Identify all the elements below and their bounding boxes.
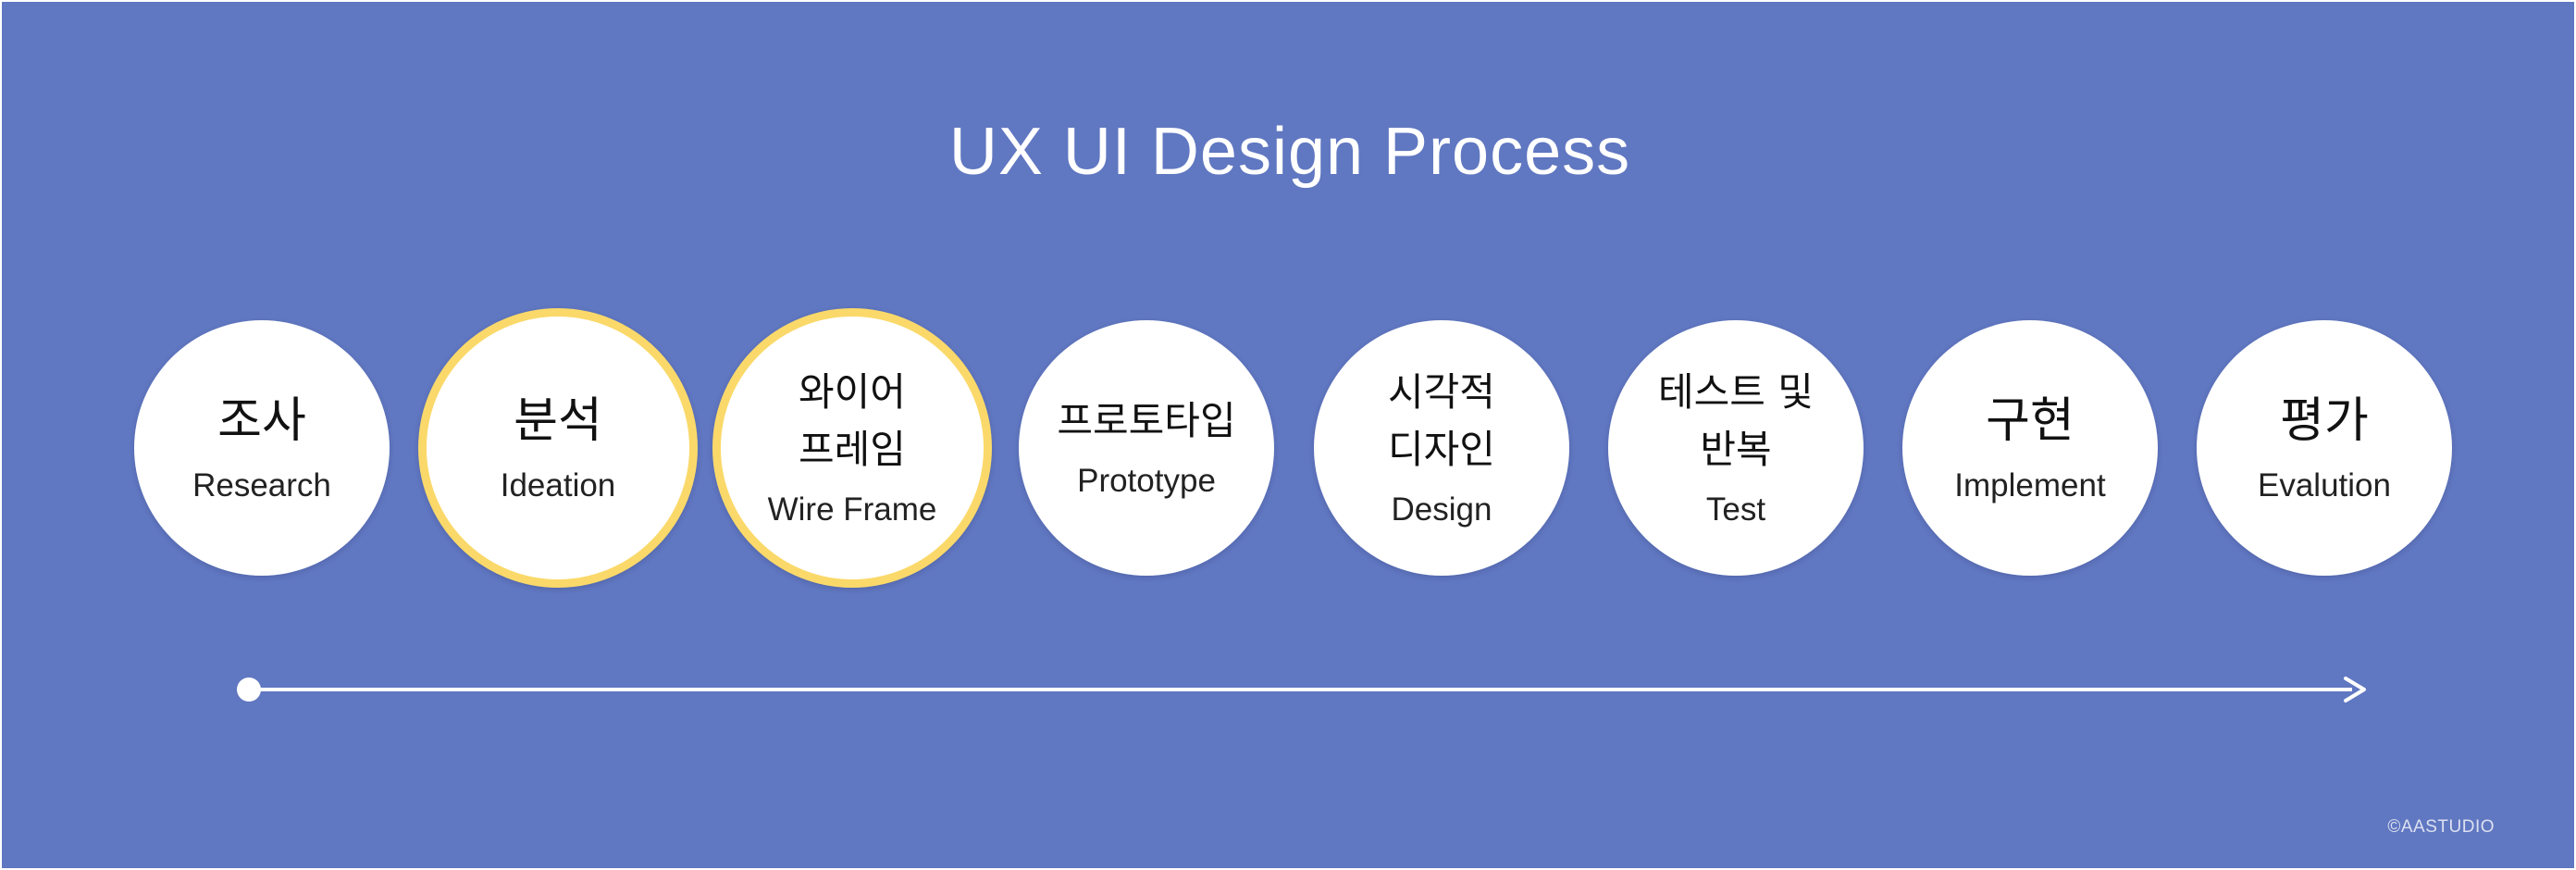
step-english-label: Ideation: [500, 467, 616, 503]
step-english-label: Wire Frame: [767, 491, 937, 528]
step-english-label: Research: [192, 467, 331, 503]
step-english-label: Evalution: [2258, 467, 2391, 503]
copyright-mark: ©AASTUDIO: [2387, 817, 2495, 837]
diagram-title: UX UI Design Process: [948, 115, 1631, 189]
step-korean-label: 조사: [217, 393, 306, 449]
step-wire-frame: 와이어 프레임 Wire Frame: [712, 308, 992, 588]
step-english-label: Test: [1705, 491, 1766, 528]
step-test: 테스트 및 반복 Test: [1608, 320, 1864, 576]
step-implement: 구현 Implement: [1902, 320, 2158, 576]
step-ideation: 분석 Ideation: [418, 308, 698, 588]
step-korean-label: 프로토타입: [1057, 398, 1236, 443]
step-english-label: Design: [1391, 491, 1492, 528]
step-korean-label: 와이어 프레임: [799, 369, 906, 472]
step-korean-label: 평가: [2280, 393, 2369, 449]
step-korean-label: 시각적 디자인: [1388, 369, 1495, 472]
step-korean-label: 구현: [1986, 393, 2074, 449]
step-korean-label: 테스트 및 반복: [1658, 369, 1814, 472]
step-prototype: 프로토타입 Prototype: [1019, 320, 1274, 576]
step-evaluation: 평가 Evalution: [2197, 320, 2452, 576]
step-english-label: Prototype: [1077, 463, 1216, 499]
step-english-label: Implement: [1954, 467, 2106, 503]
step-korean-label: 분석: [514, 393, 602, 449]
step-design: 시각적 디자인 Design: [1314, 320, 1569, 576]
step-research: 조사 Research: [134, 320, 390, 576]
